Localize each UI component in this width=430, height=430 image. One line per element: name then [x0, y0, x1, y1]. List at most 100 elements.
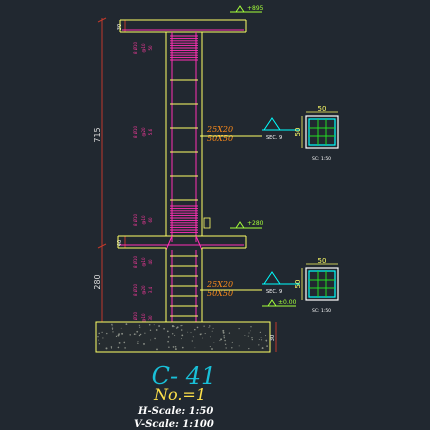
hatch-dot: [248, 332, 250, 334]
hatch-dot: [208, 326, 210, 329]
lower-column-label-2: 50X50: [207, 289, 233, 298]
hatch-dot: [167, 340, 169, 343]
vertical-dimension-line: [97, 17, 107, 342]
level-mid-label: +280: [247, 220, 264, 227]
hatch-dot: [181, 334, 184, 337]
hatch-dot: [190, 332, 192, 334]
hatch-dot: [124, 347, 126, 349]
section-2-width: 50: [318, 257, 327, 265]
hatch-dot: [174, 334, 176, 336]
hatch-dot: [209, 346, 211, 348]
hatch-dot: [211, 348, 213, 350]
hatch-dot: [213, 341, 215, 343]
hatch-dot: [251, 338, 253, 341]
hatch-dot: [167, 336, 170, 338]
dimension-280-label: 280: [93, 274, 102, 289]
hatch-dot: [223, 336, 226, 339]
hatch-dot: [260, 339, 263, 341]
upper-column-stirrups-bottom: [170, 205, 198, 233]
hatch-dot: [110, 346, 113, 348]
hatch-dot: [166, 330, 169, 333]
hatch-dot: [259, 331, 262, 334]
hatch-dot: [133, 333, 136, 336]
hatch-dot: [248, 347, 250, 350]
hatch-dot: [244, 335, 246, 336]
level-top-label: +895: [247, 5, 264, 12]
drawing-number: No.=1: [153, 385, 206, 404]
hatch-dot: [220, 338, 223, 341]
upper-column-label-1: 25X20: [206, 125, 233, 134]
hatch-dot: [258, 344, 260, 346]
hatch-dot: [265, 340, 267, 342]
section-2-scale: SC: 1:50: [312, 308, 331, 314]
hatch-dot: [201, 333, 203, 335]
hatch-dot: [102, 337, 104, 339]
hatch-dot: [111, 323, 113, 326]
upper-column-stirrups-top: [170, 35, 198, 61]
vertical-scale: V-Scale: 1:100: [134, 419, 214, 430]
hatch-dot: [105, 347, 108, 350]
hatch-dot: [136, 330, 139, 333]
lower-column-label-1: 25X20: [206, 280, 233, 289]
svg-text:8 Ø10: 8 Ø10: [133, 284, 138, 297]
svg-text:@10: @10: [141, 43, 146, 53]
hatch-dot: [112, 329, 114, 330]
hatch-dot: [180, 325, 182, 327]
hatch-dot: [174, 345, 177, 348]
hatch-dot: [194, 347, 196, 349]
hatch-dot: [97, 336, 99, 338]
section-1-width: 50: [318, 105, 327, 113]
svg-text:8 Ø10: 8 Ø10: [133, 42, 138, 55]
hatch-dot: [129, 334, 131, 336]
hatch-dot: [212, 327, 214, 329]
haunch-marker: [203, 217, 211, 229]
svg-text:5.6: 5.6: [148, 128, 153, 135]
hatch-dot: [98, 343, 101, 345]
dimension-715-label: 715: [93, 127, 102, 142]
top-beam: [119, 19, 247, 33]
hatch-dot: [180, 338, 182, 340]
hatch-dot: [181, 324, 183, 326]
hatch-dot: [174, 325, 176, 327]
svg-text:30: 30: [148, 315, 153, 321]
svg-text:50: 50: [148, 45, 153, 51]
hatch-dot: [115, 335, 118, 338]
upper-column-rebars: [171, 32, 197, 242]
hatch-dot: [144, 332, 146, 334]
hatch-dot: [211, 330, 213, 332]
hatch-dot: [222, 329, 225, 332]
hatch-dot: [224, 339, 226, 342]
svg-text:@10: @10: [141, 215, 146, 225]
hatch-dot: [111, 325, 113, 327]
level-marker-mid: +280: [230, 220, 264, 229]
hatch-dot: [137, 342, 139, 344]
hatch-dot: [209, 336, 211, 338]
hatch-dot: [258, 339, 260, 340]
hatch-dot: [171, 333, 174, 335]
hatch-dot: [176, 327, 178, 329]
hatch-dot: [199, 333, 202, 336]
hatch-dot: [192, 336, 194, 338]
column-section-1: [305, 115, 339, 149]
hatch-dot: [149, 329, 152, 332]
hatch-dot: [148, 324, 151, 326]
footing-concrete-hatch: [97, 323, 268, 351]
hatch-dot: [174, 348, 177, 351]
hatch-dot: [153, 324, 155, 326]
hatch-dot: [139, 333, 142, 336]
lower-column-stirrups: [170, 255, 198, 317]
hatch-dot: [143, 342, 145, 345]
hatch-dot: [117, 346, 120, 349]
hatch-dot: [137, 341, 139, 342]
hatch-dot: [117, 334, 120, 337]
hatch-dot: [201, 337, 203, 339]
hatch-dot: [247, 335, 249, 337]
svg-text:@10: @10: [141, 313, 146, 323]
horizontal-scale: H-Scale: 1:50: [137, 406, 213, 417]
hatch-dot: [260, 336, 262, 338]
section-1-scale: SC: 1:50: [312, 156, 331, 162]
hatch-dot: [238, 345, 240, 347]
level-marker-base: ±0.00: [262, 299, 297, 307]
hatch-dot: [139, 326, 141, 328]
hatch-dot: [168, 346, 170, 348]
